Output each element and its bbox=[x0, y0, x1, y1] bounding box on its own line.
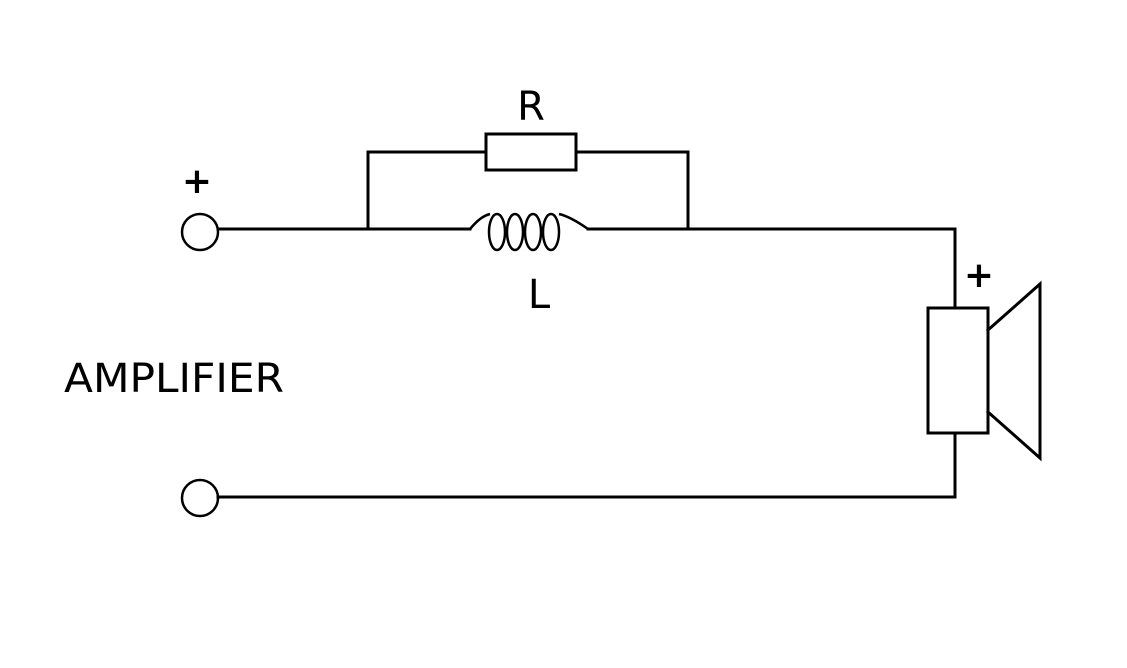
amp-negative-terminal-icon bbox=[180, 478, 220, 518]
amplifier-label: AMPLIFIER bbox=[64, 356, 284, 402]
inductor-label: L bbox=[528, 272, 551, 318]
amp-plus-label: + bbox=[182, 161, 212, 202]
amp-positive-terminal-icon bbox=[180, 212, 220, 252]
speaker-icon bbox=[926, 280, 1042, 462]
resistor-label: R bbox=[517, 84, 545, 130]
inductor-icon bbox=[469, 212, 589, 252]
speaker-plus-label: + bbox=[964, 255, 994, 296]
resistor-icon bbox=[484, 132, 578, 172]
